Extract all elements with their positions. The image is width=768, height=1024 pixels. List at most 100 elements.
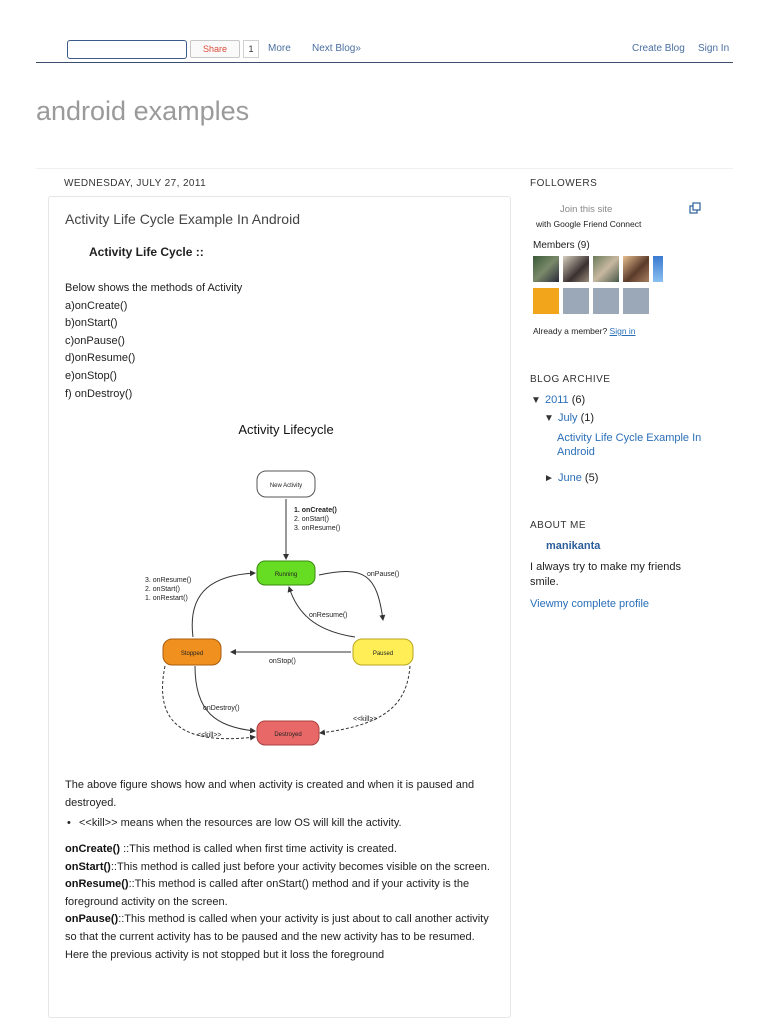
collapse-toggle-icon[interactable]: ► (544, 473, 554, 484)
method-item: e)onStop() (65, 369, 117, 382)
definition-term: onStart() (65, 860, 111, 873)
state-stopped-label: Stopped (181, 651, 203, 657)
share-button[interactable]: Share (190, 40, 240, 58)
label-restart-3: 1. onRestart() (145, 595, 188, 602)
create-blog-link[interactable]: Create Blog (632, 43, 685, 54)
expand-toggle-icon[interactable]: ▼ (544, 413, 554, 424)
state-destroyed (256, 720, 320, 746)
definition-text: ::This method is called after onStart() … (65, 878, 470, 908)
already-text: Already a member? (533, 326, 608, 336)
state-paused-label: Paused (373, 651, 393, 657)
archive-month-count: (1) (580, 412, 595, 424)
arrow-restart (191, 570, 256, 638)
state-stopped (162, 638, 222, 666)
avatar[interactable] (563, 256, 589, 282)
post-subheading: Activity Life Cycle :: (89, 245, 204, 259)
avatar-default-icon[interactable] (623, 288, 649, 314)
more-link[interactable]: More (268, 43, 291, 54)
already-member: Already a member? Sign in (533, 326, 636, 336)
avatar[interactable] (653, 256, 663, 282)
label-create-1: 1. onCreate() (294, 507, 337, 514)
label-kill-left: <<kill>> (197, 732, 222, 739)
popup-icon[interactable] (689, 202, 701, 214)
archive-heading: BLOG ARCHIVE (530, 374, 611, 385)
arrow-kill-left (162, 665, 256, 741)
definition-term: onPause() (65, 913, 119, 926)
author-name-link[interactable]: manikanta (546, 540, 601, 552)
method-item: b)onStart() (65, 317, 118, 330)
definition-text: ::This method is called just before your… (110, 860, 490, 873)
archive-month: ► June (5) (544, 472, 598, 484)
archive-month-link[interactable]: July (558, 412, 578, 424)
archive-month-link[interactable]: June (558, 472, 582, 484)
method-item: f) onDestroy() (65, 387, 133, 400)
view-profile-link[interactable]: Viewmy complete profile (530, 598, 650, 610)
post-date: WEDNESDAY, JULY 27, 2011 (64, 178, 207, 189)
avatar[interactable] (533, 288, 559, 314)
definition: onPause()::This method is called when yo… (65, 913, 489, 960)
label-restart-2: 2. onStart() (145, 586, 180, 593)
gfc-text: with Google Friend Connect (536, 219, 642, 229)
diagram-title: Activity Lifecycle (238, 422, 333, 437)
archive-year-link[interactable]: 2011 (545, 394, 569, 406)
state-paused (352, 638, 414, 666)
archive-year: ▼ 2011 (6) (531, 394, 585, 406)
arrow-resume (287, 586, 356, 638)
avatar[interactable] (533, 256, 559, 282)
arrow-destroy (194, 665, 256, 734)
avatar-default-icon[interactable] (563, 288, 589, 314)
method-item: c)onPause() (65, 334, 125, 347)
followers-heading: FOLLOWERS (530, 178, 598, 189)
definition-text: ::This method is called when your activi… (65, 913, 489, 961)
definition-term: onResume() (65, 878, 129, 891)
blog-title[interactable]: android examples (36, 96, 250, 126)
activity-lifecycle-diagram: Activity Lifecycle New Activity Running … (145, 422, 414, 746)
definition: onResume()::This method is called after … (65, 878, 469, 908)
state-new-activity-label: New Activity (270, 483, 302, 489)
method-item: d)onResume() (65, 352, 136, 365)
state-new-activity (256, 470, 316, 498)
definition-text: ::This method is called when first time … (120, 843, 397, 855)
members-count: Members (9) (533, 240, 590, 251)
about-text: I always try to make my friends smile. (530, 561, 681, 588)
definition: onStart()::This method is called just be… (65, 861, 490, 873)
share-count: 1 (243, 40, 259, 58)
label-create-2: 2. onStart() (294, 516, 329, 523)
about-heading: ABOUT ME (530, 520, 587, 531)
state-running-label: Running (275, 572, 297, 578)
search-input[interactable] (67, 40, 187, 59)
post-paragraph: The above figure shows how and when acti… (65, 779, 475, 809)
archive-month-count: (5) (584, 472, 599, 484)
post-title[interactable]: Activity Life Cycle Example In Android (65, 211, 300, 227)
sidebar-sign-in-link[interactable]: Sign in (609, 326, 636, 336)
label-on-stop: onStop() (269, 658, 296, 665)
definition-term: onCreate() (65, 843, 121, 855)
kill-bullet: <<kill>> means when the resources are lo… (67, 817, 402, 829)
method-definitions: onCreate() ::This method is called when … (65, 841, 495, 964)
state-destroyed-label: Destroyed (274, 732, 301, 738)
avatar[interactable] (593, 256, 619, 282)
expand-toggle-icon[interactable]: ▼ (531, 395, 541, 406)
label-kill-right: <<kill>> (353, 716, 378, 723)
avatar-default-icon[interactable] (593, 288, 619, 314)
archive-post-link[interactable]: Activity Life Cycle Example In Android (557, 432, 702, 458)
arrow-kill-right (319, 665, 411, 736)
label-on-resume: onResume() (309, 612, 348, 619)
archive-month: ▼ July (1) (544, 412, 594, 424)
next-blog-link[interactable]: Next Blog» (312, 43, 361, 54)
post: Activity Life Cycle Example In Android A… (48, 196, 511, 1018)
label-on-destroy: onDestroy() (203, 705, 240, 712)
label-create-3: 3. onResume() (294, 525, 340, 532)
method-item: a)onCreate() (65, 299, 128, 312)
label-restart-1: 3. onResume() (145, 577, 191, 584)
state-running (256, 560, 316, 586)
divider (36, 168, 733, 169)
label-on-pause: onPause() (367, 571, 399, 578)
avatar[interactable] (623, 256, 649, 282)
methods-intro: Below shows the methods of Activity (65, 282, 243, 294)
methods-list: Below shows the methods of Activity a)on… (65, 280, 242, 403)
arrow-pause (318, 571, 386, 621)
archive-year-count: (6) (571, 394, 586, 406)
join-site-link[interactable]: Join this site (560, 204, 613, 215)
sign-in-link[interactable]: Sign In (698, 43, 730, 54)
